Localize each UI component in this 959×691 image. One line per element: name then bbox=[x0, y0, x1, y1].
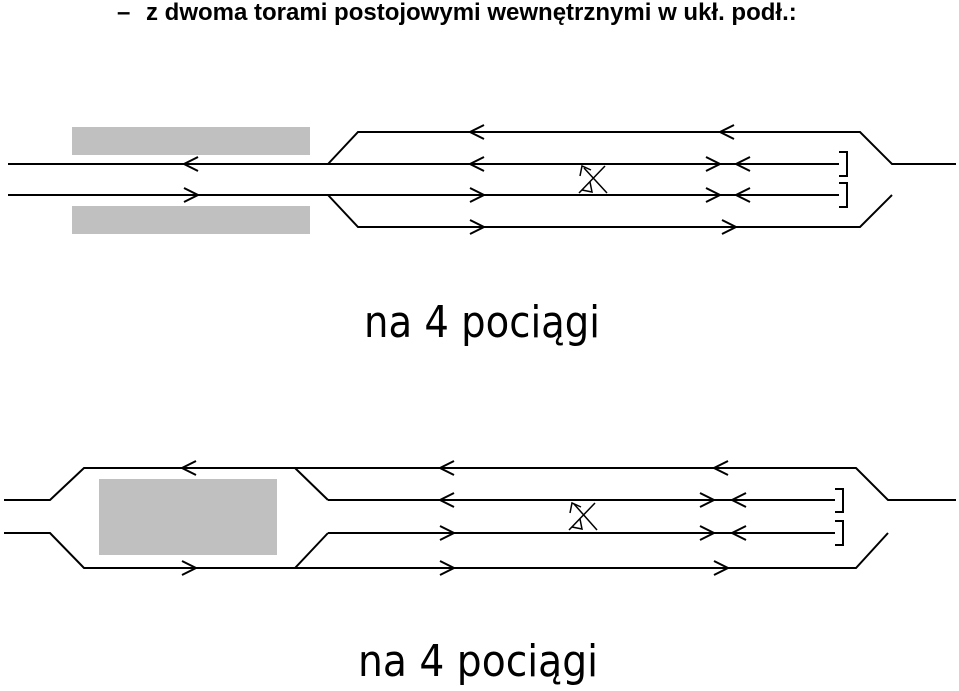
arrow-left bbox=[711, 460, 729, 476]
arrow-right bbox=[469, 187, 487, 203]
track-diagram-1 bbox=[8, 124, 956, 235]
arrow-right bbox=[699, 492, 717, 508]
entry-track-upper bbox=[4, 467, 329, 501]
arrow-left bbox=[733, 156, 751, 172]
outer-siding-lower bbox=[327, 194, 893, 228]
arrow-left bbox=[733, 187, 751, 203]
arrow-right bbox=[721, 219, 739, 235]
arrow-left bbox=[437, 460, 455, 476]
entry-track-lower bbox=[4, 532, 329, 569]
diagram-1-caption: na 4 pociągi bbox=[364, 297, 600, 348]
crossing-marker bbox=[578, 164, 608, 194]
track-diagram-2 bbox=[4, 460, 956, 576]
arrow-left bbox=[179, 460, 197, 476]
buffer-stop-upper bbox=[839, 151, 848, 177]
arrow-left bbox=[437, 492, 455, 508]
arrow-right bbox=[183, 187, 201, 203]
arrow-right bbox=[705, 187, 723, 203]
arrow-right bbox=[181, 560, 199, 576]
arrow-right bbox=[705, 156, 723, 172]
buffer-stop-upper bbox=[835, 488, 844, 513]
arrow-left bbox=[729, 492, 747, 508]
buffer-stop-lower bbox=[835, 520, 844, 546]
diagram-2-caption: na 4 pociągi bbox=[358, 636, 598, 687]
arrow-right bbox=[469, 219, 487, 235]
outer-siding-lower bbox=[295, 532, 889, 569]
platform-bottom bbox=[72, 206, 310, 234]
outer-siding-upper bbox=[327, 131, 956, 165]
arrow-left bbox=[467, 156, 485, 172]
arrow-right bbox=[439, 525, 457, 541]
arrow-right bbox=[439, 560, 457, 576]
buffer-stop-lower bbox=[839, 182, 848, 208]
arrow-left bbox=[729, 525, 747, 541]
heading-text: z dwoma torami postojowymi wewnętrznymi … bbox=[146, 0, 797, 26]
arrow-left bbox=[717, 124, 735, 140]
platform-island bbox=[99, 479, 277, 555]
arrow-right bbox=[699, 525, 717, 541]
outer-siding-upper bbox=[295, 467, 956, 501]
arrow-left bbox=[181, 156, 199, 172]
heading: – z dwoma torami postojowymi wewnętrznym… bbox=[0, 0, 959, 28]
heading-bullet: – bbox=[117, 0, 131, 26]
arrow-right bbox=[713, 560, 731, 576]
platform-top bbox=[72, 127, 310, 155]
arrow-left bbox=[467, 124, 485, 140]
crossing-marker bbox=[568, 501, 598, 531]
